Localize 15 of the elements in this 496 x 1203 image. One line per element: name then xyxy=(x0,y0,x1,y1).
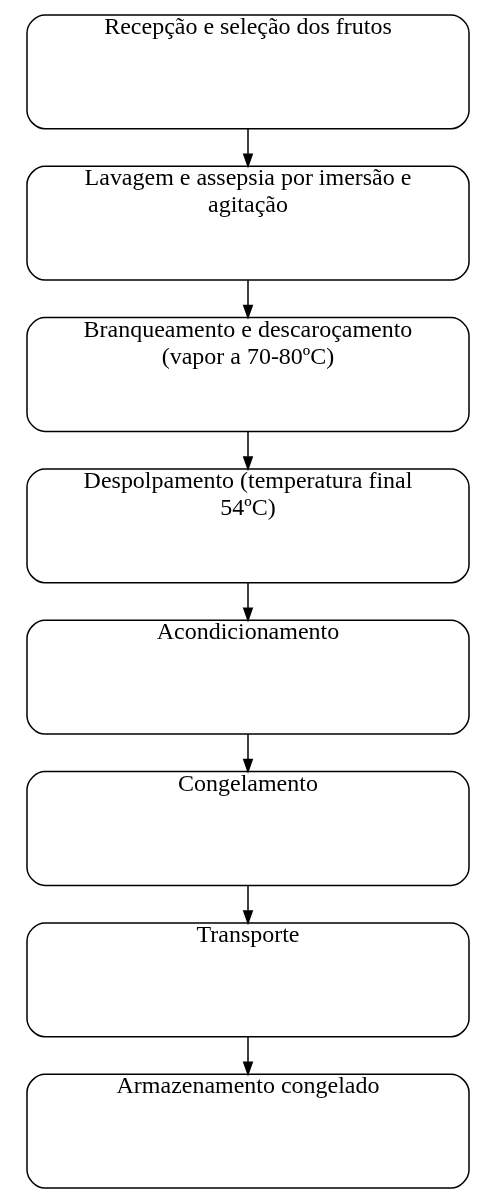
arrow xyxy=(242,1036,254,1077)
node-box: Recepção e seleção dos frutos xyxy=(26,14,470,130)
arrow xyxy=(242,279,254,320)
arrow xyxy=(242,733,254,774)
arrow xyxy=(242,884,254,926)
node-box: Congelamento xyxy=(26,770,470,887)
arrow xyxy=(242,128,254,169)
node-box: Lavagem e assepsia por imersão e agitação xyxy=(26,165,470,281)
node-box: Transporte xyxy=(26,922,470,1038)
arrow xyxy=(242,430,254,472)
node-box: Despolpamento (temperatura final 54ºC) xyxy=(26,468,470,584)
arrow xyxy=(242,582,254,623)
node-box: Armazenamento congelado xyxy=(26,1073,470,1189)
node-box: Branqueamento e descaroçamento (vapor a 70-80ºC) xyxy=(26,316,470,433)
node-box: Acondicionamento xyxy=(26,619,470,735)
